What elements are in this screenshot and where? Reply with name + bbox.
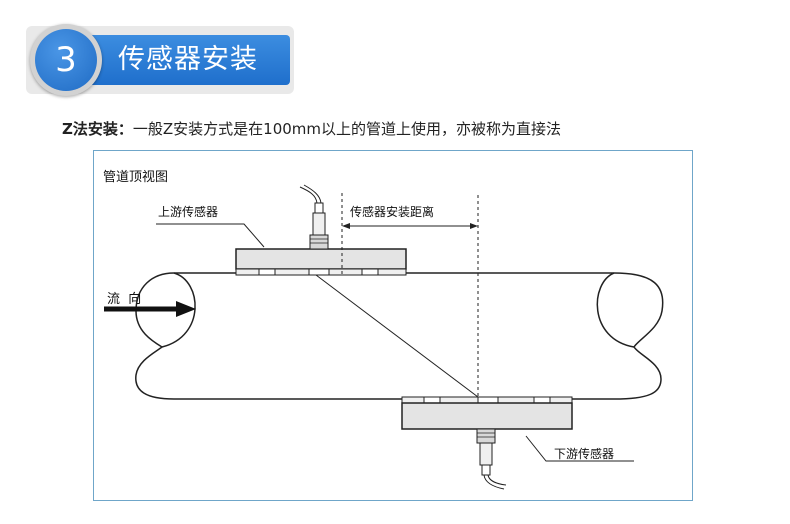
pipe-drawing [104,184,664,490]
sensor-distance-label: 传感器安装距离 [350,205,435,219]
upstream-leader [156,223,265,248]
downstream-sensor-block [401,402,573,430]
description: Z法安装：一般Z安装方式是在100mm以上的管道上使用，亦被称为直接法 [62,118,561,139]
view-title: 管道顶视图 [103,170,169,185]
downstream-leader [525,435,634,462]
flow-arrowhead [176,301,196,317]
description-text: 一般Z安装方式是在100mm以上的管道上使用，亦被称为直接法 [132,120,562,138]
sound-path-line [315,274,479,398]
upstream-connector [309,234,329,250]
step-number: 3 [35,29,97,91]
flow-direction-label: 流 向 [107,292,142,307]
downstream-cable [483,474,505,490]
upstream-sensor-label: 上游传感器 [158,205,219,219]
downstream-connector [476,428,496,444]
downstream-sensor-label: 下游传感器 [554,447,615,461]
section-title: 传感器安装 [118,44,258,75]
description-label: Z法安装： [62,120,133,138]
upstream-cable [299,186,318,204]
pipe-right-cut [596,272,635,348]
upstream-sensor-block [235,248,407,270]
section-title-banner [76,35,290,85]
pipe-body [135,272,664,400]
installation-diagram: 管道顶视图 上游传感器 传感器安装距离 流 向 下游传感器 [93,150,693,501]
